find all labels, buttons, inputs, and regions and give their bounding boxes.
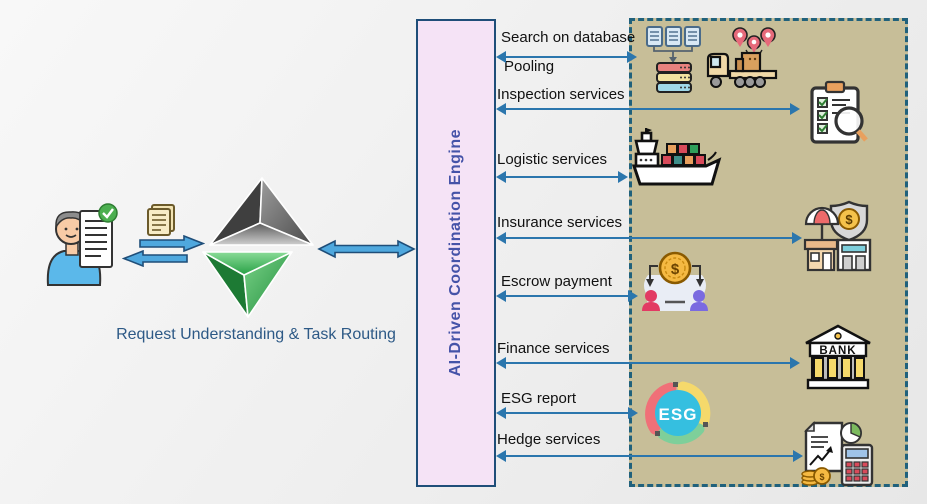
svg-text:$: $ [819,472,824,482]
escrow-arrow [496,290,638,302]
coordination-engine-box: AI-Driven Coordination Engine [416,19,496,487]
user-request-icon [46,203,118,286]
esg-arrow [496,407,638,419]
esg-icon: ESG [645,381,711,445]
label-finance-services: Finance services [497,340,610,357]
search-arrow [496,51,637,63]
label-hedge-services: Hedge services [497,431,601,448]
label-logistic-services: Logistic services [497,151,608,168]
inspection-arrow [496,103,800,115]
documents-icon [147,204,175,236]
label-esg-report: ESG report [501,390,577,407]
bank-icon: BANK [805,324,871,390]
hedge-arrow [496,450,803,462]
finance-arrow [496,357,800,369]
label-inspection-services: Inspection services [497,86,625,103]
svg-text:$: $ [845,212,853,227]
label-escrow-payment: Escrow payment [501,273,612,290]
coordination-engine-title: AI-Driven Coordination Engine [447,129,464,377]
escrow-payment-icon: $ [642,251,708,311]
cargo-ship-icon [632,128,722,186]
insurance-icon: $ [803,200,872,272]
clipboard-inspection-icon [810,80,868,144]
database-search-icon [646,26,701,93]
response-arrow-left [122,250,188,267]
routing-caption: Request Understanding & Task Routing [116,326,396,343]
logo-engine-arrow [317,239,416,259]
label-insurance-services: Insurance services [497,214,623,231]
logistic-arrow [496,171,628,183]
tetrahedron-logo [202,177,314,318]
esg-label: ESG [659,405,698,424]
insurance-arrow [496,232,802,244]
label-search-on-database: Search on database [501,29,636,46]
hedge-accounting-icon: $ [801,421,874,487]
bank-label: BANK [819,345,856,357]
truck-pins-icon [706,27,778,88]
svg-text:$: $ [671,261,680,278]
label-pooling: Pooling [504,58,555,75]
request-arrow-right [139,235,205,252]
